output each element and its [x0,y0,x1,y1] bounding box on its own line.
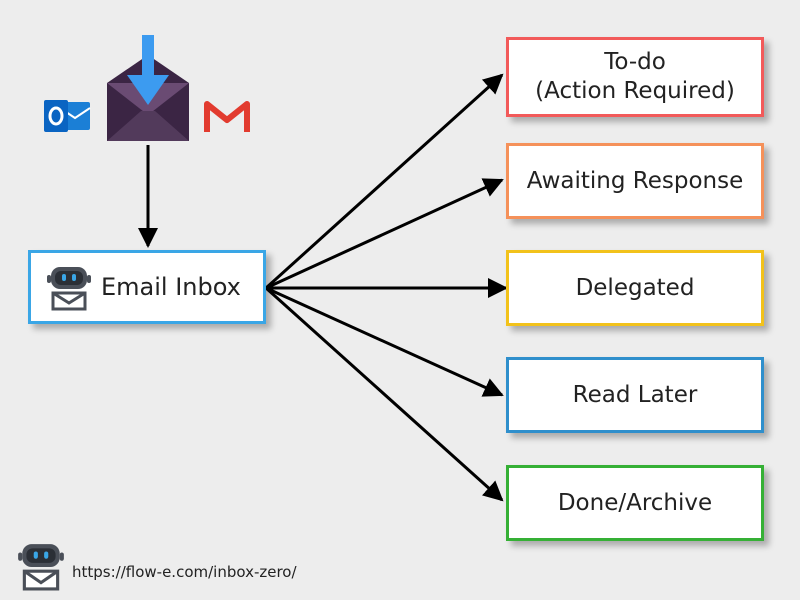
category-done-archive-label: Done/Archive [557,489,713,516]
arrow-to-read-later [265,286,504,397]
inbox-download-icon [107,35,189,141]
category-todo: To-do (Action Required) [506,37,764,117]
gmail-icon [204,101,250,132]
category-read-later-label: Read Later [572,381,698,408]
footer-robot-icon [18,544,64,591]
outlook-icon [44,100,91,132]
category-done-archive: Done/Archive [506,465,764,541]
category-read-later: Read Later [506,357,764,433]
footer-url-link[interactable]: https://flow-e.com/inbox-zero/ [72,563,297,581]
category-awaiting-response: Awaiting Response [506,143,764,219]
category-delegated-label: Delegated [575,274,695,301]
robot-mascot-icon [47,267,91,311]
arrow-to-done [264,286,504,502]
category-awaiting-response-label: Awaiting Response [526,167,744,194]
email-inbox-label: Email Inbox [101,273,241,301]
arrow-to-todo [264,73,504,290]
category-delegated: Delegated [506,250,764,326]
email-inbox-node: Email Inbox [28,250,266,324]
category-todo-label: To-do (Action Required) [535,49,735,104]
arrow-to-awaiting [265,178,504,290]
